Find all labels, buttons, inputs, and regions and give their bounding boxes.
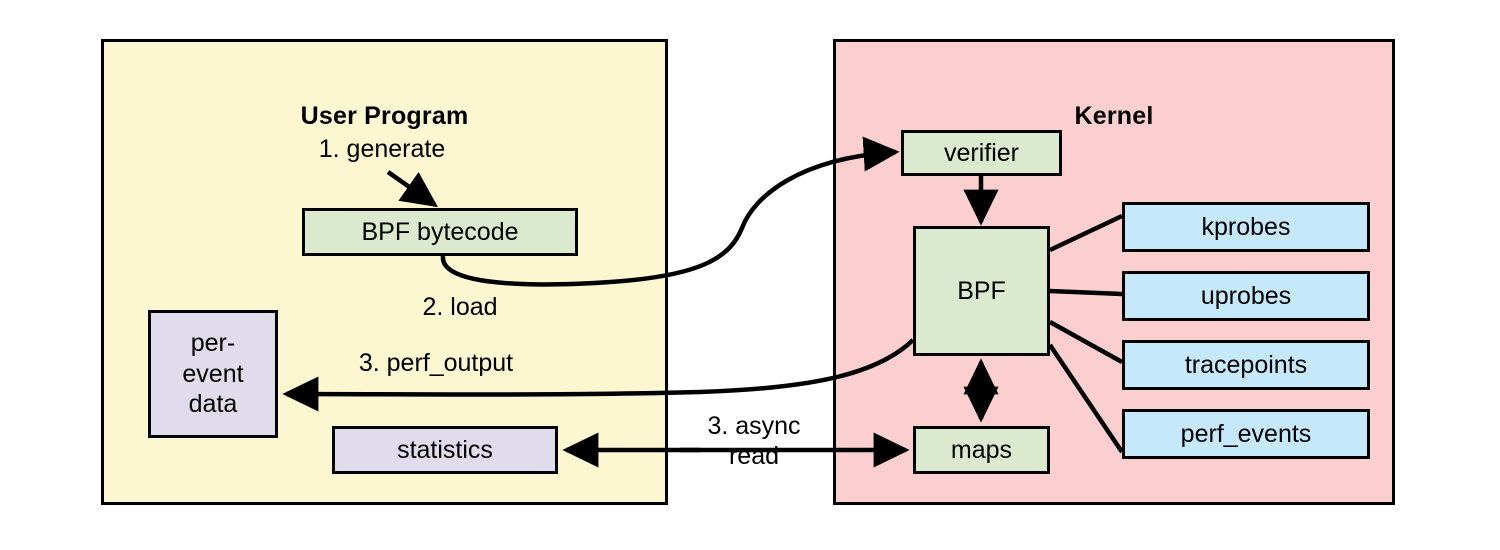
node-kprobes[interactable]: kprobes xyxy=(1122,202,1370,252)
panel-kernel-title: Kernel xyxy=(1074,102,1154,130)
node-bpf-bytecode[interactable]: BPF bytecode xyxy=(302,208,578,256)
node-perf-events[interactable]: perf_events xyxy=(1122,409,1370,459)
node-bpf[interactable]: BPF xyxy=(913,226,1050,356)
node-verifier[interactable]: verifier xyxy=(901,130,1062,176)
node-uprobes[interactable]: uprobes xyxy=(1122,271,1370,321)
edge-label-async-read: 3. async read xyxy=(707,412,801,470)
node-statistics[interactable]: statistics xyxy=(332,426,558,474)
edge-label-perf-output: 3. perf_output xyxy=(358,349,514,377)
node-per-event-data[interactable]: per- event data xyxy=(148,310,278,438)
edge-label-load: 2. load xyxy=(422,293,498,321)
panel-user-program-title: User Program xyxy=(300,102,469,130)
node-maps[interactable]: maps xyxy=(913,426,1050,474)
node-tracepoints[interactable]: tracepoints xyxy=(1122,340,1370,390)
edge-label-generate: 1. generate xyxy=(318,135,446,163)
